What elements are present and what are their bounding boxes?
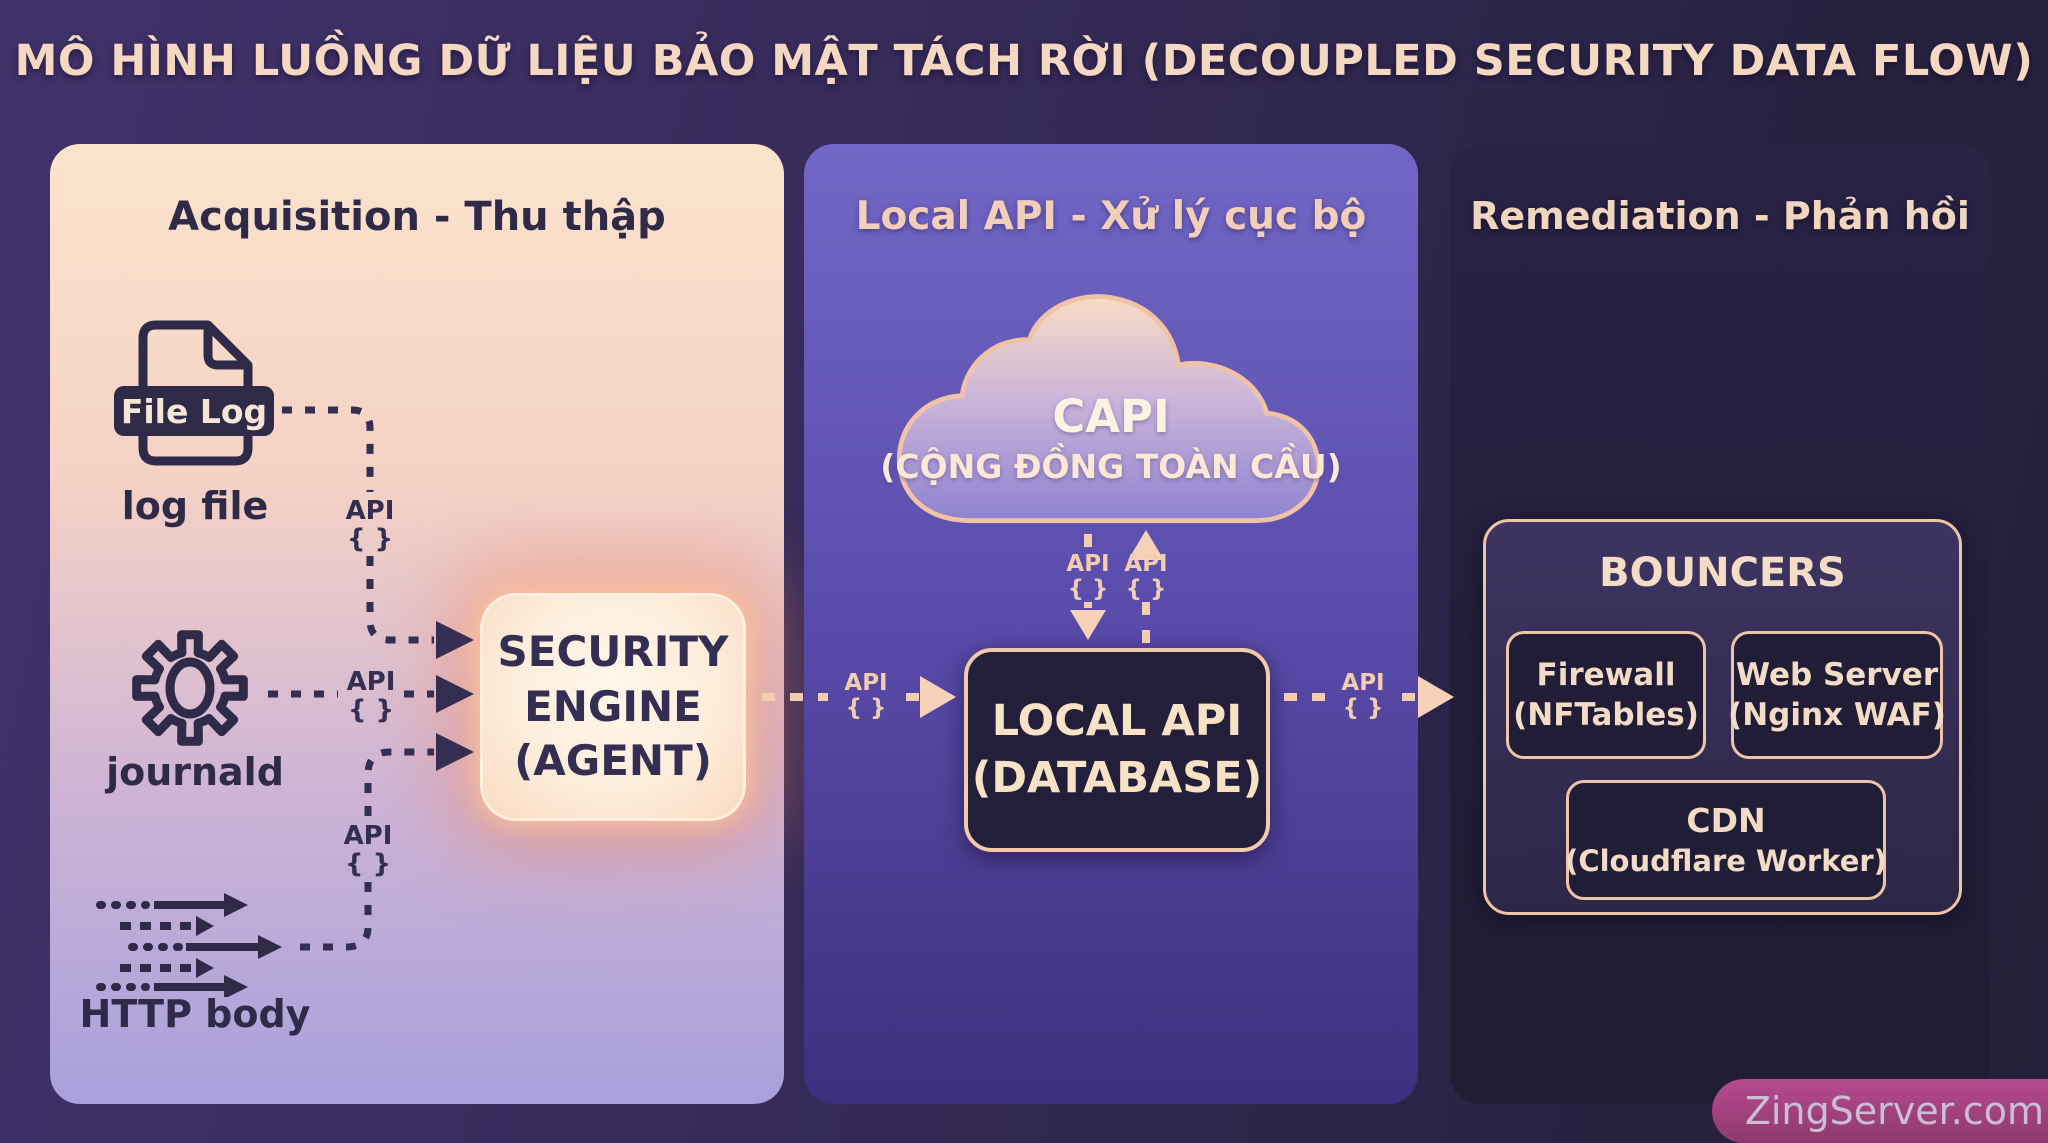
bouncer-firewall-line2: (NFTables) [1513, 697, 1699, 733]
acquisition-title: Acquisition - Thu thập [168, 194, 666, 240]
bouncers-title: BOUNCERS [1599, 550, 1846, 596]
api-label-capi-up: API { } [1124, 551, 1168, 602]
capi-cloud-icon [897, 294, 1321, 524]
bouncer-web-line2: (Nginx WAF) [1728, 697, 1946, 733]
gear-icon [132, 630, 248, 746]
capi-subtitle: (CỘNG ĐỒNG TOÀN CẦU) [880, 447, 1342, 486]
bouncer-firewall-line1: Firewall [1536, 656, 1676, 693]
security-engine-line3: (AGENT) [514, 736, 712, 786]
local-api-title: Local API - Xử lý cục bộ [855, 194, 1367, 239]
api-label-lapi-to-bouncers: API { } [1341, 670, 1385, 721]
security-engine-line1: SECURITY [497, 627, 729, 677]
api-label-journald: API { } [346, 667, 396, 726]
capi-title: CAPI [1052, 390, 1170, 443]
bouncer-web-line1: Web Server [1735, 656, 1939, 693]
bouncer-cdn-line1: CDN [1686, 800, 1766, 840]
api-label-httpbody: API { } [343, 821, 393, 880]
panel-remediation: Remediation - Phản hồi BOUNCERS Firewall… [1450, 144, 1990, 1104]
api-label-engine-to-lapi: API { } [844, 670, 888, 721]
watermark-pill: ZingServer.com [1712, 1079, 2048, 1143]
bouncers-box: BOUNCERS Firewall (NFTables) Web Server … [1483, 519, 1962, 915]
local-api-line1: LOCAL API [991, 696, 1243, 747]
panel-local-api: Local API - Xử lý cục bộ CAPI (CỘNG ĐỒNG… [804, 144, 1418, 1104]
panel-acquisition: Acquisition - Thu thập File Log log file… [50, 144, 784, 1104]
file-log-label: log file [121, 484, 269, 528]
bouncer-firewall: Firewall (NFTables) [1506, 631, 1706, 759]
http-body-label: HTTP body [79, 992, 311, 1036]
security-engine-line2: ENGINE [524, 681, 702, 731]
remediation-title: Remediation - Phản hồi [1470, 194, 1970, 238]
file-log-badge: File Log [114, 386, 274, 436]
capi-cloud-text: CAPI (CỘNG ĐỒNG TOÀN CẦU) [877, 390, 1345, 486]
bouncer-web-server: Web Server (Nginx WAF) [1728, 631, 1946, 759]
local-api-box: LOCAL API (DATABASE) [964, 648, 1270, 852]
api-label-capi-down: API { } [1066, 551, 1110, 602]
local-api-line2: (DATABASE) [971, 753, 1263, 803]
bouncer-cdn: CDN (Cloudflare Worker) [1565, 780, 1887, 900]
journald-label: journald [106, 750, 284, 794]
file-log-icon [138, 320, 253, 466]
security-engine-box: SECURITY ENGINE (AGENT) [480, 593, 746, 821]
bouncer-cdn-line2: (Cloudflare Worker) [1565, 843, 1887, 878]
api-label-filelog: API { } [345, 496, 395, 555]
http-body-icon [96, 893, 282, 997]
diagram-title: MÔ HÌNH LUỒNG DỮ LIỆU BẢO MẬT TÁCH RỜI (… [14, 36, 2034, 86]
watermark-text: ZingServer.com [1744, 1089, 2044, 1133]
